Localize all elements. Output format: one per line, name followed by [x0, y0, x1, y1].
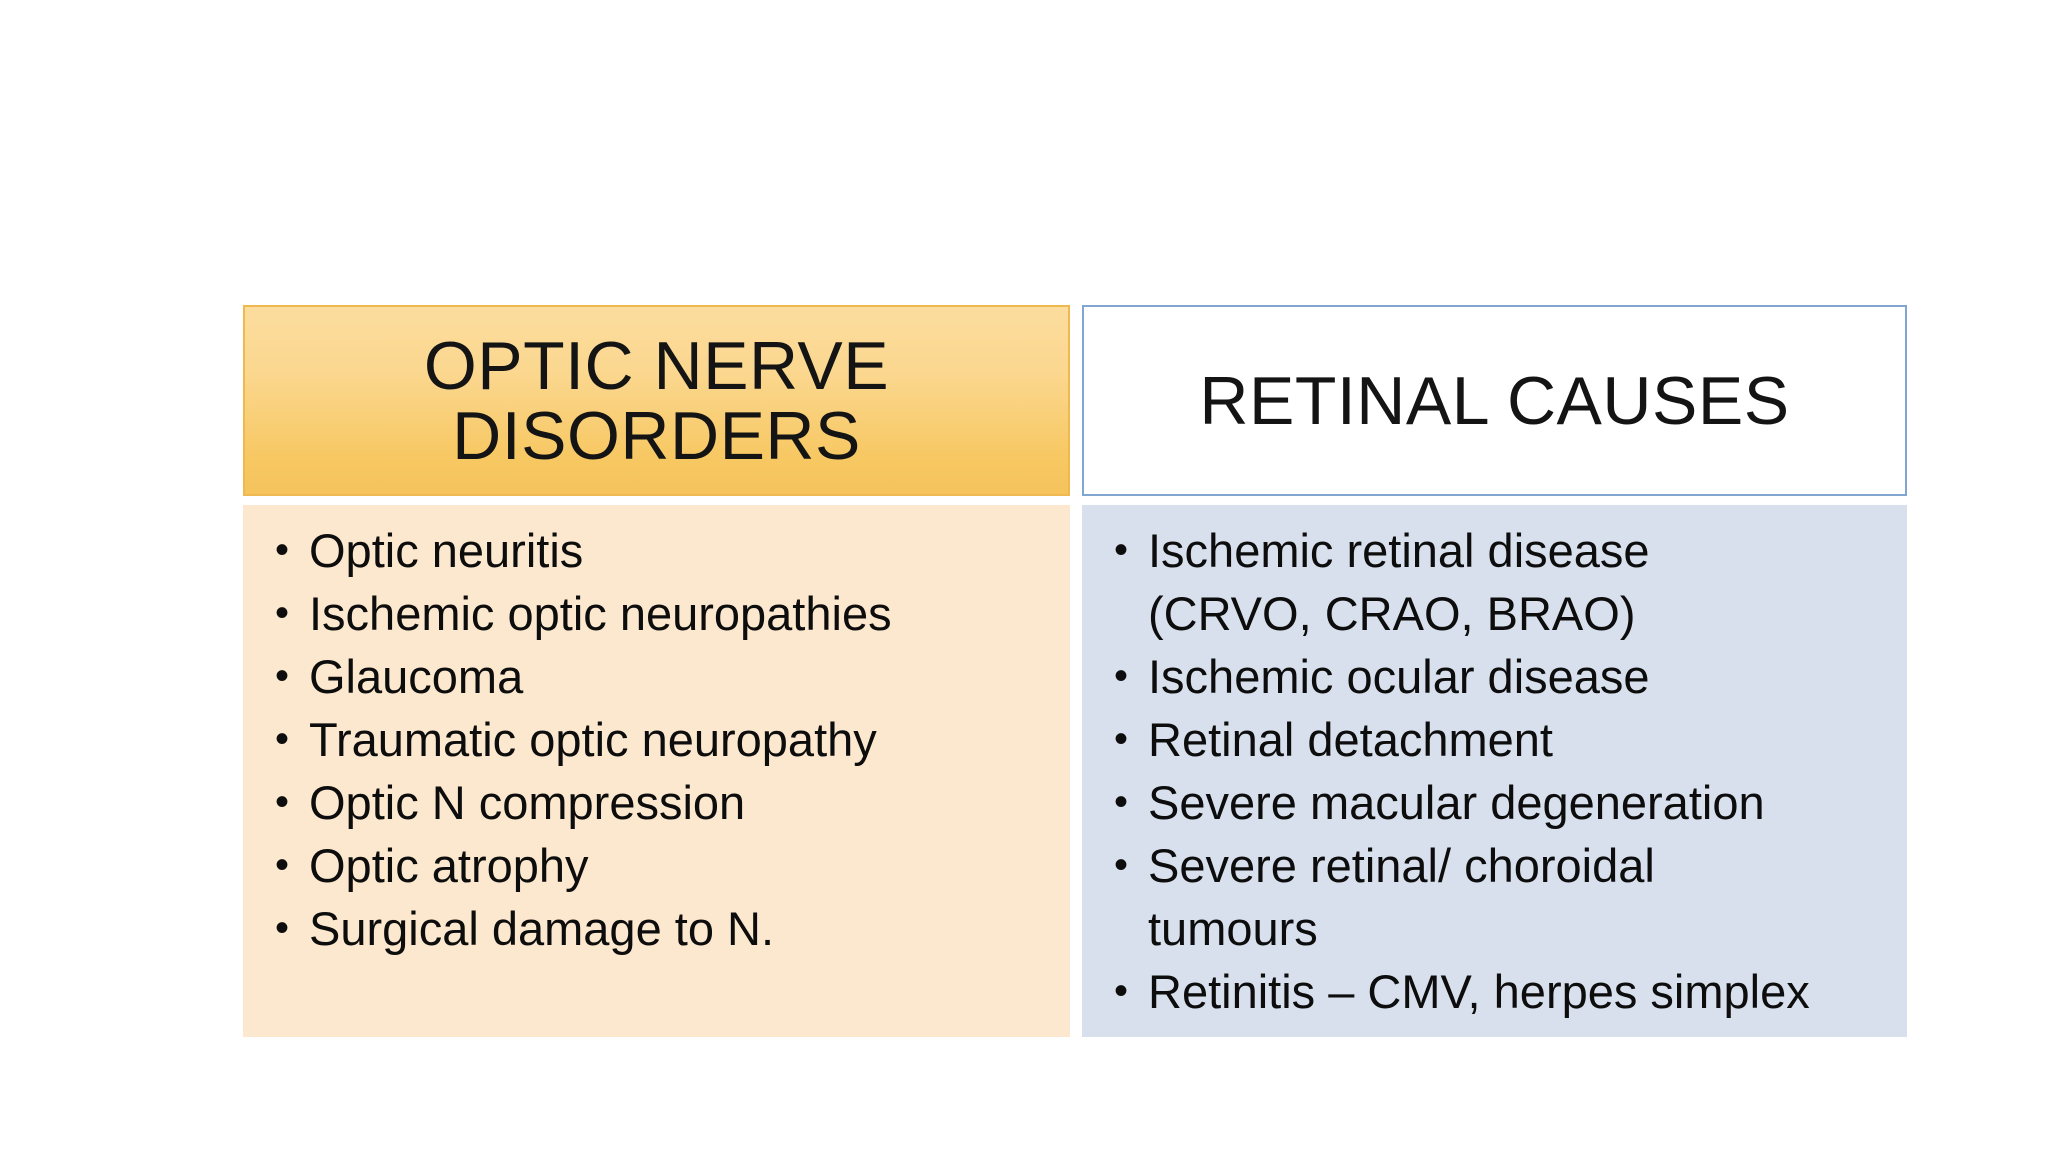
bullet-icon: • — [1114, 717, 1129, 761]
bullet-icon: • — [1114, 654, 1129, 698]
optic-nerve-disorders-list: •Optic neuritis•Ischemic optic neuropath… — [275, 519, 1060, 960]
list-item: •Retinal detachment — [1114, 708, 1897, 771]
list-item: •Glaucoma — [275, 645, 1060, 708]
retinal-causes-body: •Ischemic retinal disease(CRVO, CRAO, BR… — [1082, 505, 1907, 1037]
list-item: •Retinitis – CMV, herpes simplex — [1114, 960, 1897, 1023]
bullet-icon: • — [275, 528, 290, 572]
column-optic-nerve-disorders: OPTIC NERVE DISORDERS •Optic neuritis•Is… — [243, 305, 1070, 1037]
bullet-icon: • — [275, 717, 290, 761]
bullet-icon: • — [275, 654, 290, 698]
bullet-icon: • — [275, 906, 290, 950]
column-retinal-causes: RETINAL CAUSES •Ischemic retinal disease… — [1082, 305, 1907, 1037]
retinal-causes-list: •Ischemic retinal disease(CRVO, CRAO, BR… — [1114, 519, 1897, 1023]
bullet-icon: • — [1114, 969, 1129, 1013]
optic-nerve-disorders-header: OPTIC NERVE DISORDERS — [243, 305, 1070, 496]
optic-nerve-disorders-body: •Optic neuritis•Ischemic optic neuropath… — [243, 505, 1070, 1037]
bullet-icon: • — [275, 591, 290, 635]
retinal-causes-header: RETINAL CAUSES — [1082, 305, 1907, 496]
list-item: •Ischemic ocular disease — [1114, 645, 1897, 708]
list-item: •Ischemic retinal disease(CRVO, CRAO, BR… — [1114, 519, 1897, 645]
list-item: •Optic atrophy — [275, 834, 1060, 897]
bullet-icon: • — [275, 843, 290, 887]
bullet-icon: • — [1114, 843, 1129, 887]
bullet-icon: • — [1114, 528, 1129, 572]
list-item: •Traumatic optic neuropathy — [275, 708, 1060, 771]
bullet-icon: • — [275, 780, 290, 824]
list-item: •Ischemic optic neuropathies — [275, 582, 1060, 645]
list-item: •Optic neuritis — [275, 519, 1060, 582]
bullet-icon: • — [1114, 780, 1129, 824]
list-item: •Severe macular degeneration — [1114, 771, 1897, 834]
list-item: •Optic N compression — [275, 771, 1060, 834]
list-item: •Surgical damage to N. — [275, 897, 1060, 960]
